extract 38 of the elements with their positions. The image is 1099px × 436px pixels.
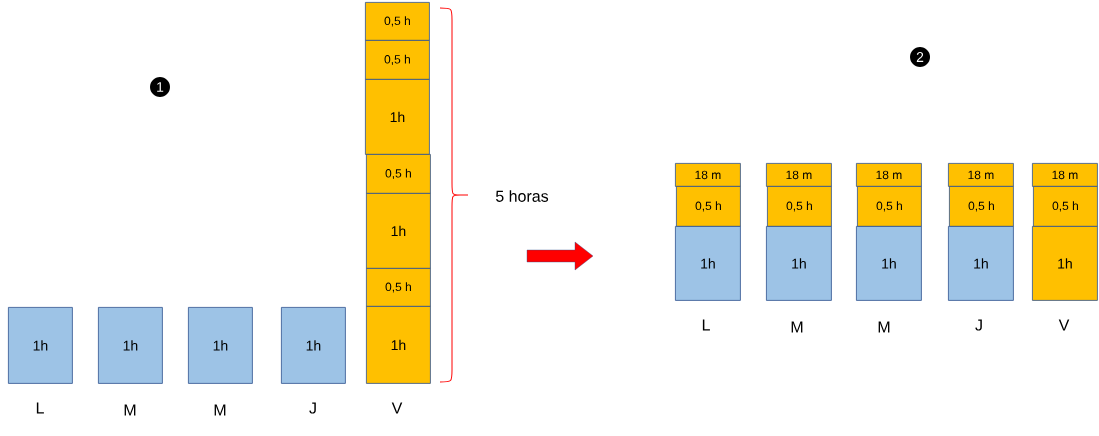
time-block: 18 m: [856, 163, 922, 187]
time-block: 0,5 h: [857, 186, 922, 227]
time-block: 0,5 h: [1033, 186, 1098, 227]
time-block: 18 m: [675, 163, 741, 187]
text-label: M: [124, 404, 136, 416]
time-block: 0,5 h: [366, 154, 431, 194]
text-label: L: [702, 319, 710, 331]
time-block: 1h: [1032, 226, 1098, 301]
time-block: 0,5 h: [949, 186, 1014, 227]
time-block: 1h: [856, 226, 922, 301]
time-block: 1h: [766, 226, 832, 301]
text-label: V: [1058, 319, 1070, 331]
time-block: 0,5 h: [365, 2, 430, 41]
time-block: 1h: [188, 307, 253, 384]
time-block: 18 m: [766, 163, 832, 187]
time-block: 1h: [948, 226, 1014, 301]
text-label: V: [391, 402, 403, 414]
time-block: 18 m: [1032, 163, 1098, 187]
text-label: M: [791, 321, 803, 333]
time-block: 1h: [281, 307, 346, 384]
time-block: 1h: [98, 307, 163, 384]
time-block: 1h: [366, 193, 431, 269]
number-badge: 2: [910, 47, 930, 67]
text-label: M: [214, 404, 226, 416]
time-block: 18 m: [948, 163, 1014, 187]
text-label: L: [36, 402, 44, 414]
time-block: 0,5 h: [366, 268, 431, 307]
time-block: 1h: [675, 226, 741, 301]
time-block: 0,5 h: [365, 40, 430, 80]
number-badge: 1: [150, 77, 170, 97]
text-label: J: [975, 319, 982, 331]
text-label: J: [309, 402, 316, 414]
time-block: 1h: [8, 307, 73, 384]
time-block: 1h: [365, 79, 430, 155]
text-label: M: [878, 321, 890, 333]
time-block: 0,5 h: [676, 186, 741, 227]
time-block: 0,5 h: [767, 186, 832, 227]
text-label: 5 horas: [495, 190, 549, 202]
